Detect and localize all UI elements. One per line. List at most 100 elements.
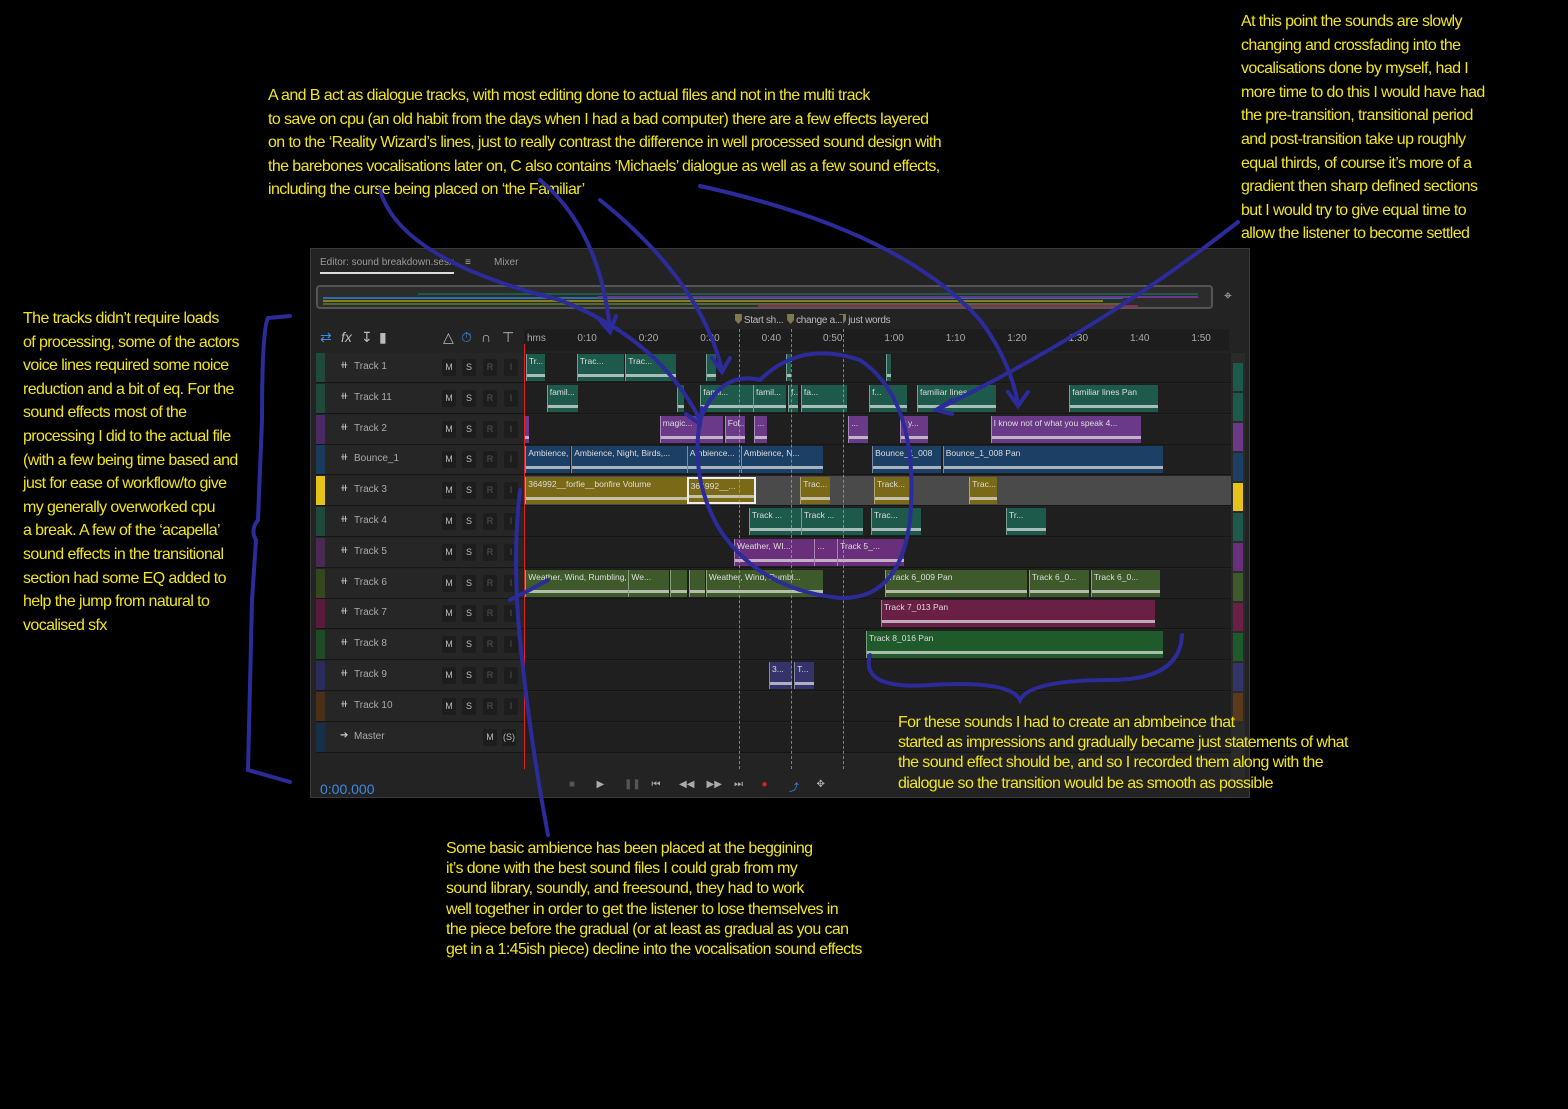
play-icon[interactable]: ▶ (596, 779, 605, 790)
track-button-m[interactable]: M (442, 667, 456, 684)
track-button-m[interactable]: M (442, 451, 456, 469)
tab-mixer[interactable]: Mixer (494, 257, 519, 268)
audio-clip[interactable]: Track 5_... (837, 538, 905, 566)
audio-clip[interactable]: Ambience, N... (740, 446, 823, 474)
track-button-s[interactable]: S (462, 697, 476, 715)
fx-icon[interactable]: fx (341, 329, 352, 345)
track-lane[interactable]: Ambience,Ambience, Night, Birds,...Ambie… (524, 445, 1231, 475)
audio-clip[interactable]: fa... (800, 384, 847, 412)
audio-clip[interactable]: Track 8_016 Pan (865, 631, 1163, 659)
fast-forward-icon[interactable]: ▶▶ (706, 779, 722, 790)
audio-clip[interactable]: Trac... (969, 477, 997, 505)
track-button-i[interactable]: I (504, 420, 518, 438)
track-button-s[interactable]: S (462, 605, 476, 623)
track-name[interactable]: Bounce_1 (354, 453, 400, 465)
track-button-m[interactable]: M (442, 636, 456, 654)
audio-clip[interactable]: Track 6_009 Pan (885, 569, 1027, 597)
timeline-marker[interactable]: change a... (787, 314, 844, 326)
track-button-r[interactable]: R (483, 359, 497, 376)
audio-clip[interactable] (676, 384, 684, 412)
audio-clip[interactable]: 364992__... (686, 477, 757, 505)
audio-clip[interactable]: famil... (546, 384, 579, 412)
rewind-icon[interactable]: ◀◀ (679, 779, 695, 790)
audio-clip[interactable]: famil... (753, 384, 787, 412)
track-button-r[interactable]: R (483, 543, 497, 561)
track-button-i[interactable]: I (504, 697, 518, 715)
track-button-s[interactable]: S (462, 451, 476, 469)
audio-clip[interactable]: f... (788, 384, 798, 412)
audio-clip[interactable]: Bounce_1_008 (872, 446, 941, 474)
track-button-s[interactable]: S (462, 359, 476, 376)
loop-icon[interactable]: ⤴ (789, 783, 799, 794)
track-button-i[interactable]: I (504, 389, 518, 407)
audio-clip[interactable]: familiar lines Pan (1069, 384, 1159, 412)
audio-clip[interactable]: Trac... (800, 477, 830, 505)
audio-clip[interactable]: Tr... (525, 354, 546, 381)
track-name[interactable]: Track 6 (354, 576, 387, 588)
track-lane[interactable]: Weather, WI......Track 5_... (524, 537, 1231, 567)
track-name[interactable]: Track 2 (354, 422, 387, 434)
track-button-r[interactable]: R (483, 482, 497, 500)
audio-clip[interactable]: Track 6_0... (1090, 569, 1161, 597)
audio-clip[interactable]: Ambience... (686, 446, 741, 474)
track-button-i[interactable]: I (504, 482, 518, 500)
audio-clip[interactable] (706, 354, 717, 381)
audio-clip[interactable]: f... (869, 384, 908, 412)
track-name[interactable]: Track 9 (354, 669, 387, 680)
audio-clip[interactable]: Tr... (1005, 508, 1046, 535)
track-name[interactable]: Master (354, 730, 385, 742)
track-button-i[interactable]: I (504, 359, 518, 376)
track-lane[interactable]: Track ...Track ...Trac...Tr... (524, 507, 1231, 536)
track-name[interactable]: Track 7 (354, 607, 387, 619)
track-lane[interactable]: Track 7_013 Pan (524, 599, 1231, 629)
track-button-s[interactable]: S (462, 420, 476, 438)
audio-clip[interactable]: I know not of what you speak 4... (990, 415, 1142, 443)
audio-clip[interactable]: magic... (659, 415, 723, 443)
track-lane[interactable]: famil...famil...famil...f...fa...f...fam… (524, 383, 1231, 413)
track-button-m[interactable]: M (442, 420, 456, 438)
track-name[interactable]: Track 4 (354, 515, 387, 526)
go-to-end-icon[interactable]: ⏭ (734, 779, 743, 790)
skip-selection-icon[interactable]: ✥ (816, 779, 825, 790)
track-name[interactable]: Track 1 (354, 361, 387, 372)
track-button-m[interactable]: M (442, 574, 456, 592)
time-select-icon[interactable]: ⏱ (461, 329, 472, 345)
audio-clip[interactable]: r y... (899, 415, 928, 443)
audio-clip[interactable]: T... (794, 662, 814, 689)
audio-clip[interactable] (886, 354, 892, 381)
track-lane[interactable]: 3...T... (524, 661, 1231, 690)
hamburger-icon[interactable]: ≡ (465, 257, 471, 268)
audio-clip[interactable]: Ambience, (525, 446, 571, 474)
track-button-s[interactable]: S (462, 543, 476, 561)
audio-clip[interactable]: Trac... (870, 508, 922, 535)
audio-clip[interactable]: famil... (700, 384, 753, 412)
track-button-m[interactable]: M (442, 543, 456, 561)
track-button-i[interactable]: I (504, 451, 518, 469)
audio-clip[interactable]: Track ... (800, 508, 863, 535)
track-button-i[interactable]: I (504, 574, 518, 592)
record-icon[interactable]: ● (761, 779, 768, 790)
track-button-r[interactable]: R (483, 513, 497, 530)
track-button-s[interactable]: S (462, 482, 476, 500)
track-button-r[interactable]: R (483, 389, 497, 407)
audio-clip[interactable]: Weather, Wind, Rumbling, (525, 569, 629, 597)
audio-clip[interactable]: Trac... (625, 354, 676, 381)
track-button-s[interactable]: S (462, 636, 476, 654)
track-button-m[interactable]: M (442, 513, 456, 530)
track-button-r[interactable]: R (483, 667, 497, 684)
audio-clip[interactable]: ... (814, 538, 838, 566)
audio-clip[interactable]: Fol... (724, 415, 746, 443)
track-name[interactable]: Track 11 (354, 391, 392, 403)
pause-icon[interactable]: ❚❚ (624, 779, 641, 790)
audio-clip[interactable]: Trac... (576, 354, 625, 381)
track-button-m[interactable]: M (442, 697, 456, 715)
track-lane[interactable]: Tr... Trac...Trac... (524, 353, 1231, 382)
audio-clip[interactable]: Ambience, Night, Birds,... (571, 446, 687, 474)
track-lane[interactable]: Weather, Wind, Rumbling,We...Weather, Wi… (524, 568, 1231, 598)
track-button-i[interactable]: I (504, 543, 518, 561)
audio-clip[interactable] (785, 354, 791, 381)
playhead[interactable] (524, 344, 525, 769)
track-button-r[interactable]: R (483, 574, 497, 592)
